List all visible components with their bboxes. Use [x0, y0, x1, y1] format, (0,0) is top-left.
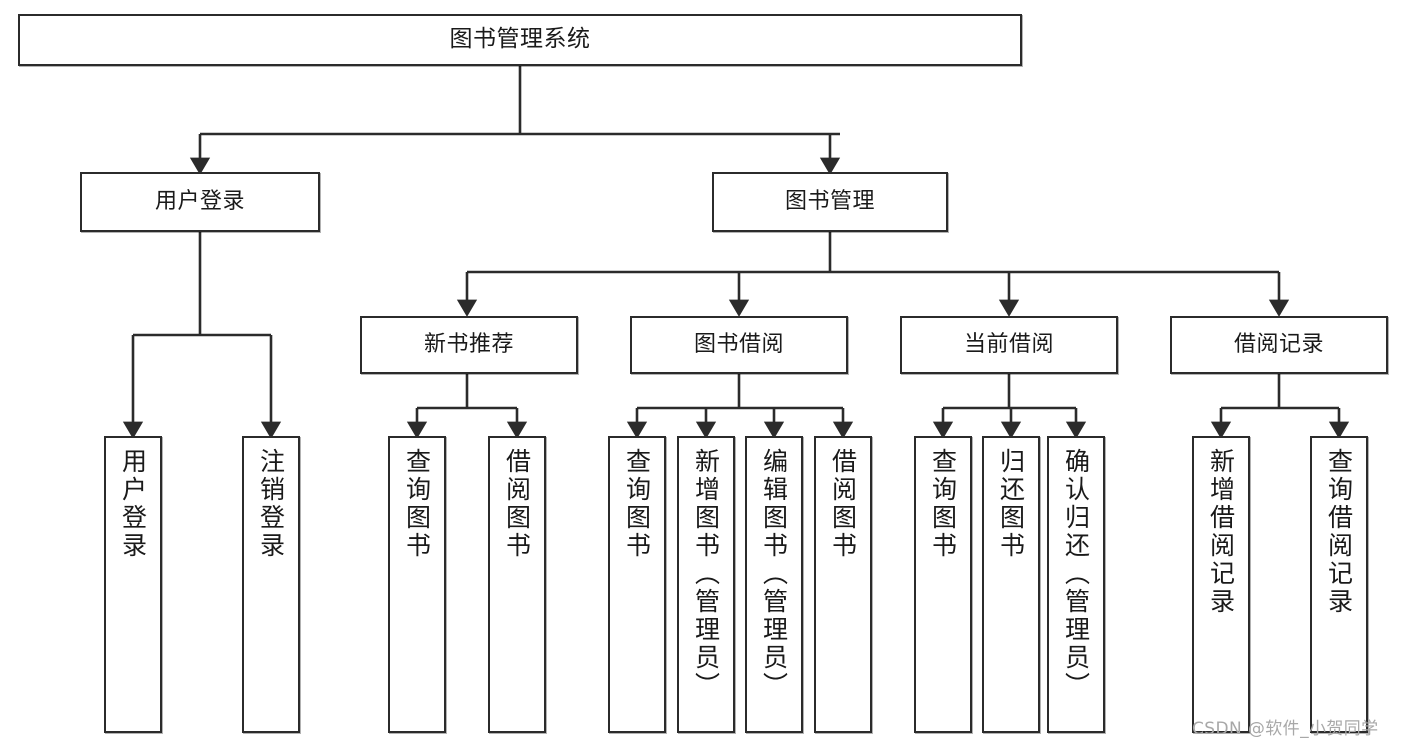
node-user-login[interactable]: 用户登录	[80, 172, 320, 232]
node-current-borrow[interactable]: 当前借阅	[900, 316, 1118, 374]
node-leaf-user-login[interactable]: 用户登录	[104, 436, 162, 733]
node-label: 确认归还（管理员）	[1061, 448, 1091, 700]
node-label: 新书推荐	[423, 332, 514, 358]
node-label: 查询借阅记录	[1324, 448, 1354, 616]
node-borrow-record[interactable]: 借阅记录	[1170, 316, 1388, 374]
node-leaf-borrow-book[interactable]: 借阅图书	[814, 436, 872, 733]
node-leaf-query-book-recommend[interactable]: 查询图书	[388, 436, 446, 733]
node-new-book-recommend[interactable]: 新书推荐	[360, 316, 578, 374]
node-label: 编辑图书（管理员）	[759, 448, 789, 700]
node-leaf-return-book[interactable]: 归还图书	[982, 436, 1040, 733]
node-leaf-logout[interactable]: 注销登录	[242, 436, 300, 733]
node-label: 用户登录	[154, 189, 245, 215]
node-leaf-borrow-book-recommend[interactable]: 借阅图书	[488, 436, 546, 733]
node-label: 新增借阅记录	[1206, 448, 1236, 616]
node-leaf-add-book[interactable]: 新增图书（管理员）	[677, 436, 735, 733]
node-label: 借阅图书	[502, 448, 532, 560]
node-label: 借阅图书	[828, 448, 858, 560]
node-label: 图书管理	[784, 189, 875, 215]
node-label: 当前借阅	[963, 332, 1054, 358]
node-root-book-management-system[interactable]: 图书管理系统	[18, 14, 1022, 66]
node-leaf-query-book-current[interactable]: 查询图书	[914, 436, 972, 733]
node-leaf-add-record[interactable]: 新增借阅记录	[1192, 436, 1250, 733]
node-label: 图书借阅	[693, 332, 784, 358]
node-label: 查询图书	[928, 448, 958, 560]
node-label: 归还图书	[996, 448, 1026, 560]
node-book-management[interactable]: 图书管理	[712, 172, 948, 232]
node-label: 用户登录	[118, 448, 148, 560]
node-label: 新增图书（管理员）	[691, 448, 721, 700]
node-leaf-confirm-return[interactable]: 确认归还（管理员）	[1047, 436, 1105, 733]
node-leaf-query-book-borrow[interactable]: 查询图书	[608, 436, 666, 733]
node-book-borrow[interactable]: 图书借阅	[630, 316, 848, 374]
node-label: 查询图书	[622, 448, 652, 560]
csdn-watermark: CSDN @软件_小贺同学	[1192, 719, 1379, 739]
node-label: 注销登录	[256, 448, 286, 560]
node-leaf-query-record[interactable]: 查询借阅记录	[1310, 436, 1368, 733]
node-label: 借阅记录	[1233, 332, 1324, 358]
node-label: 查询图书	[402, 448, 432, 560]
node-label: 图书管理系统	[449, 26, 591, 53]
node-leaf-edit-book[interactable]: 编辑图书（管理员）	[745, 436, 803, 733]
